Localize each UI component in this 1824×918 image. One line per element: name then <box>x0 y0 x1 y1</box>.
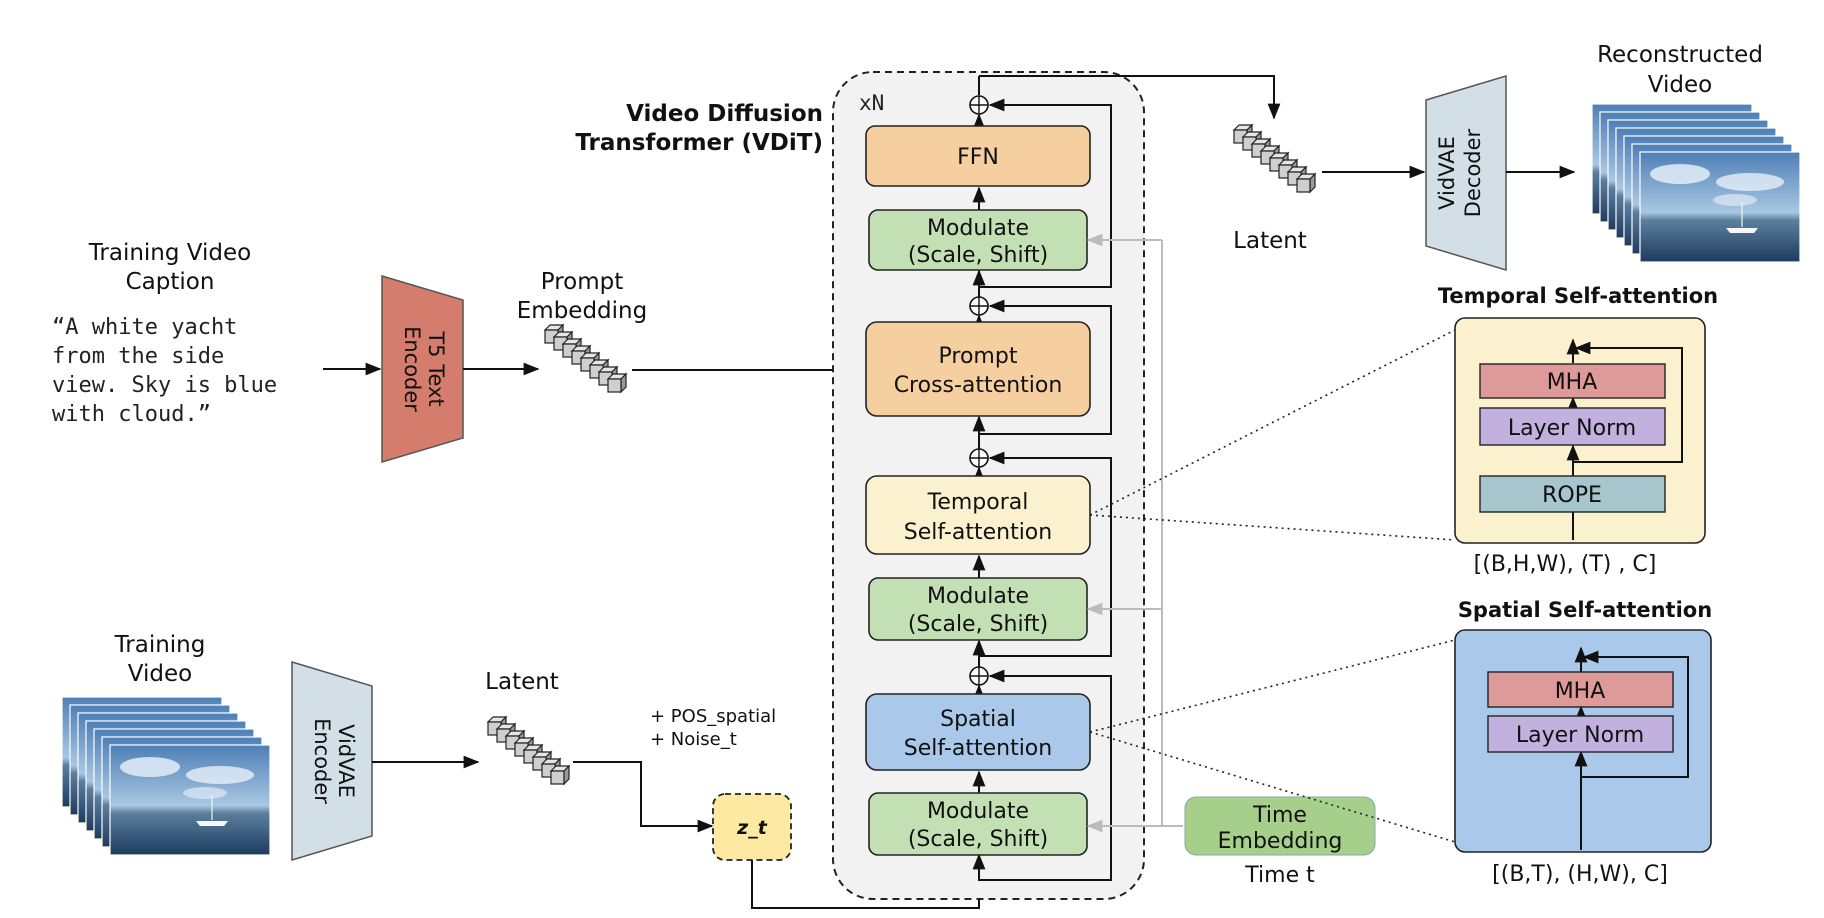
latent-in-label: Latent <box>485 669 559 695</box>
temporal-self-attention-block: Temporal Self-attention <box>865 475 1091 555</box>
caption-text-line4: with cloud.” <box>52 402 211 427</box>
ffn-label: FFN <box>957 145 999 170</box>
temporal-line2: Self-attention <box>904 520 1052 545</box>
zt-node: z_t <box>712 793 792 861</box>
cross-attention-line1: Prompt <box>939 344 1018 369</box>
arrow-vdit-to-latent-out <box>979 75 1281 120</box>
embedding-cube <box>549 764 571 786</box>
video-frame <box>1639 151 1801 263</box>
temporal-shape-label: [(B,H,W), (T) , C] <box>1474 552 1657 577</box>
modulate-middle-line1: Modulate <box>927 584 1029 609</box>
dotted-spatial-to-panel-top <box>1089 639 1456 733</box>
video-frame <box>109 744 271 856</box>
vidvae-decoder-line2: Decoder <box>1461 128 1485 217</box>
temporal-detail-residual <box>1573 341 1683 463</box>
repeat-label: xN <box>859 91 884 115</box>
prompt-embedding-line1: Prompt <box>541 269 624 295</box>
spatial-detail-panel: MHA Layer Norm <box>1454 629 1712 853</box>
latent-out-cubes <box>1232 123 1317 194</box>
modulate-block-top: Modulate (Scale, Shift) <box>868 209 1088 271</box>
modulate-top-line1: Modulate <box>927 216 1029 241</box>
sum-node-after-cross <box>969 296 989 316</box>
caption-text-line1: “A white yacht <box>52 315 237 340</box>
vdit-title-line1: Video Diffusion <box>626 101 823 127</box>
vidvae-decoder: VidVAE Decoder <box>1425 74 1507 272</box>
embedding-cube <box>1241 130 1263 152</box>
caption-title-line1: Training Video <box>88 240 252 266</box>
vidvae-encoder-line1: VidVAE <box>334 724 358 798</box>
caption-text-line3: view. Sky is blue <box>52 373 277 398</box>
modulate-block-bottom: Modulate (Scale, Shift) <box>868 792 1088 856</box>
t5-encoder-line1: T5 Text <box>424 330 448 406</box>
temporal-detail-title: Temporal Self-attention <box>1438 284 1718 308</box>
spatial-mha-label: MHA <box>1555 679 1606 704</box>
spatial-layernorm-label: Layer Norm <box>1516 723 1644 748</box>
time-embedding-line2: Embedding <box>1218 829 1343 854</box>
dotted-temporal-to-panel-bottom <box>1089 514 1456 541</box>
reconstructed-line1: Reconstructed <box>1597 42 1763 68</box>
noise-t-label: + Noise_t <box>650 729 737 750</box>
sum-node-top <box>969 95 989 115</box>
cross-attention-line2: Cross-attention <box>894 373 1063 398</box>
modulate-top-line2: (Scale, Shift) <box>908 243 1048 268</box>
temporal-layernorm-label: Layer Norm <box>1508 416 1636 441</box>
pos-spatial-label: + POS_spatial <box>650 706 776 727</box>
caption-title-line2: Caption <box>126 269 215 295</box>
vidvae-decoder-line1: VidVAE <box>1435 136 1459 210</box>
time-embedding-block: Time Embedding <box>1184 796 1376 856</box>
time-t-label: Time t <box>1244 863 1315 888</box>
caption-text-line2: from the side <box>52 344 224 369</box>
latent-in-cubes <box>486 715 571 786</box>
modulate-block-middle: Modulate (Scale, Shift) <box>868 577 1088 641</box>
spatial-shape-label: [(B,T), (H,W), C] <box>1492 862 1668 887</box>
embedding-cube <box>606 372 628 394</box>
vidvae-encoder-line2: Encoder <box>310 718 334 804</box>
spatial-self-attention-block: Spatial Self-attention <box>865 693 1091 771</box>
t5-encoder-line2: Encoder <box>400 326 424 412</box>
vidvae-encoder: VidVAE Encoder <box>291 660 373 862</box>
embedding-cube <box>570 344 592 366</box>
reconstructed-video-frames <box>1591 103 1801 263</box>
sum-node-after-temporal <box>969 448 989 468</box>
temporal-rope-label: ROPE <box>1542 483 1602 508</box>
embedding-cube <box>1295 172 1317 194</box>
reconstructed-line2: Video <box>1648 72 1712 98</box>
cross-attention-block: Prompt Cross-attention <box>865 321 1091 417</box>
training-video-line2: Video <box>128 661 192 687</box>
zt-label: z_t <box>736 817 768 839</box>
t5-encoder: T5 Text Encoder <box>381 274 464 464</box>
time-embedding-line1: Time <box>1252 803 1307 828</box>
prompt-embedding-line2: Embedding <box>517 298 647 324</box>
sum-node-after-spatial <box>969 666 989 686</box>
vdit-title-line2: Transformer (VDiT) <box>575 130 823 156</box>
arrow-latent-to-zt <box>573 761 714 833</box>
spatial-line1: Spatial <box>940 707 1016 732</box>
spatial-detail-residual <box>1581 650 1689 778</box>
ffn-block: FFN <box>865 125 1091 187</box>
temporal-line1: Temporal <box>927 490 1029 515</box>
modulate-bottom-line1: Modulate <box>927 799 1029 824</box>
training-video-line1: Training <box>114 632 206 658</box>
spatial-line2: Self-attention <box>904 736 1052 761</box>
prompt-embedding-cubes <box>543 323 628 394</box>
modulate-middle-line2: (Scale, Shift) <box>908 612 1048 637</box>
spatial-detail-title: Spatial Self-attention <box>1458 598 1712 622</box>
training-video-frames <box>61 696 271 856</box>
temporal-mha-label: MHA <box>1547 370 1598 395</box>
dotted-temporal-to-panel-top <box>1089 329 1456 516</box>
modulate-bottom-line2: (Scale, Shift) <box>908 827 1048 852</box>
temporal-detail-panel: MHA Layer Norm ROPE <box>1454 317 1706 544</box>
latent-out-label: Latent <box>1233 228 1307 254</box>
